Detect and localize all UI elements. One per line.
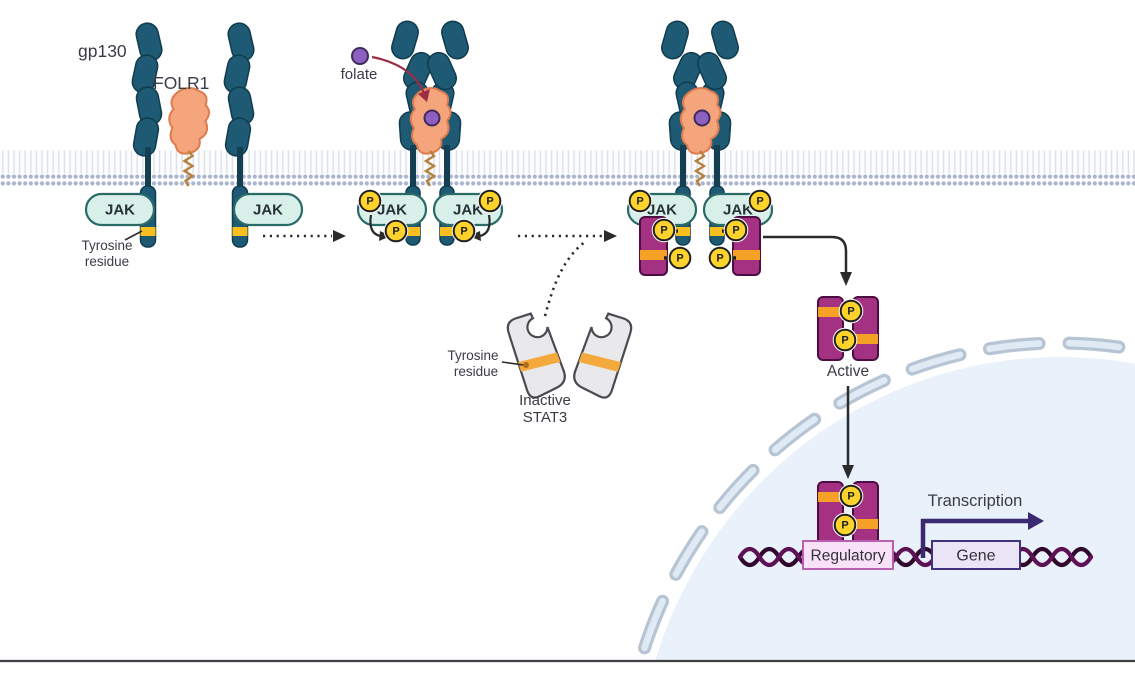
inactive-stat3-left <box>505 309 571 401</box>
stat3-docked-left <box>639 216 694 276</box>
inactive-stat3-group: Tyrosine residue Inactive STAT3 <box>447 309 634 426</box>
jak-phospho-arrow-left <box>369 214 381 238</box>
tyrosine-residue-label-2a: Tyrosine <box>447 348 498 363</box>
active-label: Active <box>827 363 869 380</box>
tyrosine-residue-label-2b: residue <box>454 364 498 379</box>
tyrosine-pointer-line <box>124 230 143 241</box>
active-stat3-dimer: Active <box>818 297 878 380</box>
inactive-stat3-label-line2: STAT3 <box>523 409 567 426</box>
inactive-stat3-label-line1: Inactive <box>519 392 571 409</box>
jak-1 <box>84 192 156 227</box>
gene-label: Gene <box>956 548 995 565</box>
folate-label: folate <box>341 66 378 83</box>
tyrosine-residue-label-1a: Tyrosine <box>81 238 132 253</box>
phospho-tyrosine-right <box>450 217 478 245</box>
gene-box <box>931 540 1021 570</box>
stage-folate-binding: folate <box>341 19 503 245</box>
stat3-dimer-on-dna <box>818 482 878 545</box>
stage-unbound-receptors: gp130 FOLR1 Tyrosine residue <box>78 21 304 269</box>
stat3-recruitment-dotted-path <box>543 239 587 317</box>
activation-arrow <box>763 235 852 286</box>
regulatory-label: Regulatory <box>811 548 886 565</box>
stat3-docked-right <box>706 216 761 276</box>
tyrosine-pointer-line-2 <box>501 361 524 366</box>
transcription-label: Transcription <box>928 492 1023 510</box>
folate-binding-arrow <box>371 55 426 94</box>
folate-molecule <box>351 47 369 65</box>
jak-phospho-arrow-right <box>479 214 491 238</box>
folr1-label: FOLR1 <box>153 73 209 93</box>
inactive-stat3-right <box>569 309 635 401</box>
step-arrow-1 <box>263 230 346 242</box>
tyrosine-site-dot <box>523 362 529 368</box>
jak-2 <box>232 192 304 227</box>
transcription-arrow <box>920 518 1028 558</box>
transcription-complex: Transcription Regulatory Gene <box>737 482 1094 570</box>
nuclear-translocation-arrow <box>842 386 854 479</box>
dna-strand-front <box>737 546 1094 568</box>
folr1-receptor <box>168 87 210 155</box>
nucleus <box>634 336 1135 660</box>
tyrosine-residue-label-1b: residue <box>85 254 129 269</box>
stage-stat3-docking <box>628 19 773 276</box>
gp130-label: gp130 <box>78 41 127 61</box>
plasma-membrane <box>0 150 1135 186</box>
step-arrow-2 <box>518 230 617 317</box>
regulatory-element-box <box>802 540 894 570</box>
nucleus-body <box>655 357 1135 660</box>
phospho-tyrosine-left <box>382 217 410 245</box>
